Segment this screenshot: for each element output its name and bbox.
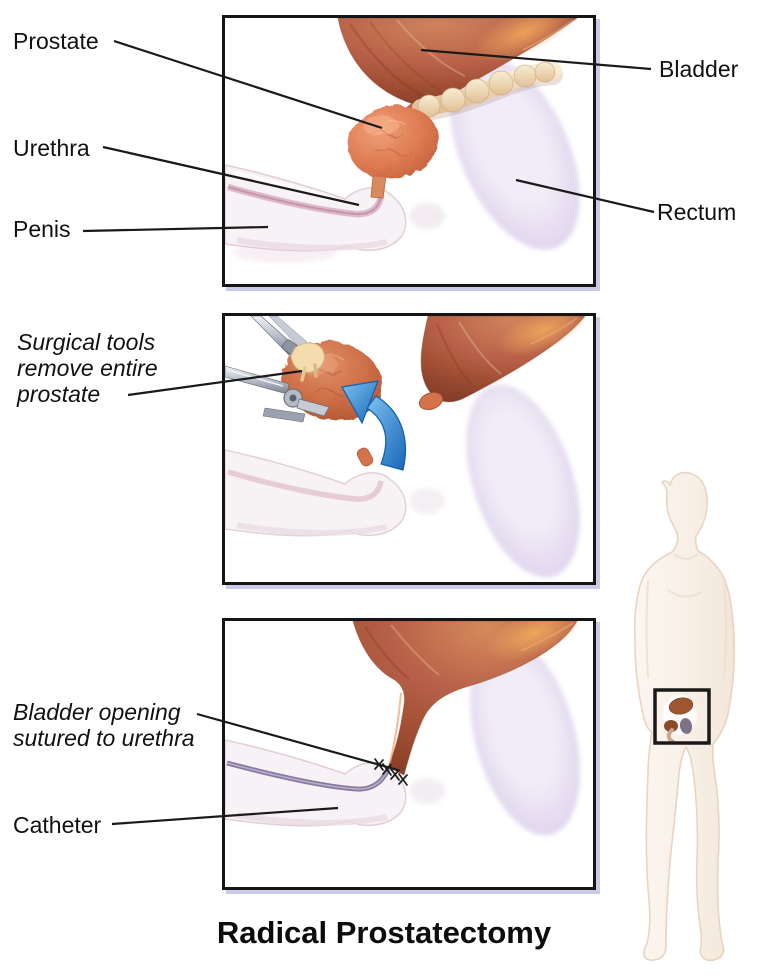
catheter-tube [226,760,391,792]
penis-illustration [225,739,445,827]
body-shading [645,553,727,679]
bladder-illustration [352,621,584,776]
human-figure [633,471,736,962]
rectum-illustration [469,636,581,836]
pelvic-inset-box [653,688,711,745]
removal-direction-arrow-icon [341,380,407,471]
cut-urethra-stump [356,447,374,467]
anatomy-illustration [225,18,580,263]
label-catheter: Catheter [13,812,102,838]
penis-illustration [225,449,445,537]
annotation-line: sutured to urethra [13,725,195,751]
annotation-line: Bladder opening [13,699,181,725]
label-penis: Penis [13,216,71,242]
label-rectum: Rectum [657,199,737,225]
pelvic-organs-mini [663,695,697,744]
seminal-vesicle-illustration [411,61,563,122]
bladder-illustration [418,316,589,411]
suture-illustration [225,621,584,836]
label-urethra: Urethra [13,135,90,161]
annotation-line: prostate [17,381,101,407]
panel-normal-anatomy [222,15,596,287]
prostatic-urethra-connector [370,175,387,199]
rectum-illustration [466,384,580,578]
annotation-bladder-opening: Bladder opening sutured to urethra [13,699,195,751]
page-title: Radical Prostatectomy [216,915,552,950]
annotation-surgical-tools: Surgical tools remove entire prostate [17,329,158,407]
annotation-line: remove entire [17,355,158,381]
label-bladder: Bladder [659,56,739,82]
removal-illustration [225,316,589,578]
panel-suturing [222,618,596,890]
label-prostate: Prostate [13,28,99,54]
panel-prostate-removal [222,313,596,585]
surgical-tool-top [250,316,325,382]
annotation-line: Surgical tools [17,329,156,355]
